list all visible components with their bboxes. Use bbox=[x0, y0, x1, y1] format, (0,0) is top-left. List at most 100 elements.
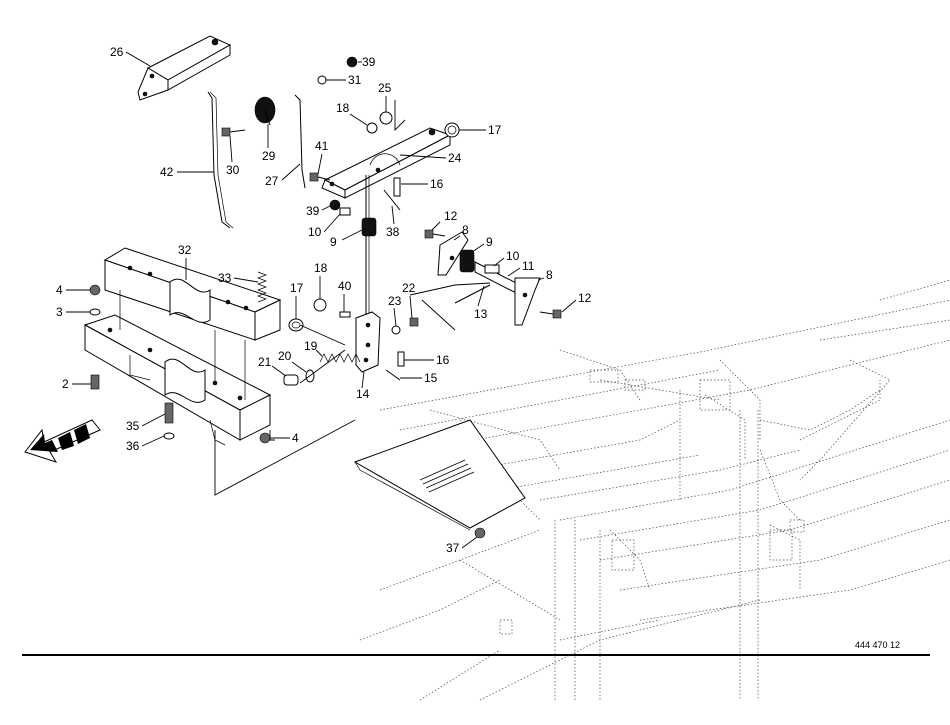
label-18-mid: 18 bbox=[314, 261, 328, 299]
washer-3 bbox=[89, 308, 101, 316]
svg-text:22: 22 bbox=[402, 281, 416, 295]
svg-text:18: 18 bbox=[336, 101, 350, 115]
label-35: 35 bbox=[126, 413, 166, 433]
label-13: 13 bbox=[474, 285, 488, 321]
bolt-30 bbox=[221, 127, 246, 137]
label-8-top: 8 bbox=[453, 223, 469, 241]
svg-text:12: 12 bbox=[578, 291, 592, 305]
label-37: 37 bbox=[446, 536, 478, 555]
screw-12-top bbox=[424, 229, 446, 239]
label-10-centre: 10 bbox=[308, 213, 341, 239]
label-12-right: 12 bbox=[561, 291, 592, 313]
label-18-top: 18 bbox=[336, 101, 368, 126]
pin-16-top bbox=[393, 177, 401, 197]
svg-text:23: 23 bbox=[388, 294, 402, 308]
svg-text:19: 19 bbox=[304, 339, 318, 353]
label-4-right: 4 bbox=[270, 431, 299, 445]
rubber-buffer-29 bbox=[254, 96, 276, 126]
label-25: 25 bbox=[378, 81, 392, 112]
label-17-top: 17 bbox=[459, 123, 502, 137]
svg-text:8: 8 bbox=[546, 268, 553, 282]
svg-text:15: 15 bbox=[424, 371, 438, 385]
washer-23 bbox=[391, 325, 401, 335]
svg-text:25: 25 bbox=[378, 81, 392, 95]
svg-text:42: 42 bbox=[160, 165, 174, 179]
svg-text:27: 27 bbox=[265, 174, 279, 188]
svg-text:8: 8 bbox=[462, 223, 469, 237]
bush-10-centre bbox=[339, 207, 351, 216]
label-9-right: 9 bbox=[471, 235, 493, 253]
washer-36 bbox=[163, 432, 175, 440]
label-36: 36 bbox=[126, 435, 165, 453]
bush-17-top bbox=[444, 122, 460, 138]
svg-text:41: 41 bbox=[315, 139, 329, 153]
plate-slots bbox=[419, 459, 475, 493]
label-14: 14 bbox=[356, 371, 370, 401]
rod-42 bbox=[207, 91, 234, 229]
bottom-rule bbox=[22, 654, 930, 656]
label-39-top: 39 bbox=[358, 55, 376, 69]
svg-text:4: 4 bbox=[292, 431, 299, 445]
svg-text:13: 13 bbox=[474, 307, 488, 321]
ring-18-mid bbox=[313, 298, 327, 312]
svg-text:40: 40 bbox=[338, 279, 352, 293]
spring-33 bbox=[257, 271, 267, 303]
ring-25 bbox=[379, 111, 393, 125]
svg-text:18: 18 bbox=[314, 261, 328, 275]
label-32: 32 bbox=[178, 243, 192, 280]
svg-text:12: 12 bbox=[444, 209, 458, 223]
svg-text:31: 31 bbox=[348, 73, 362, 87]
label-39-mid: 39 bbox=[306, 204, 331, 218]
label-3: 3 bbox=[56, 305, 90, 319]
label-26: 26 bbox=[110, 45, 151, 67]
label-16-low: 16 bbox=[404, 353, 450, 367]
nut-4-right bbox=[259, 432, 271, 444]
svg-text:9: 9 bbox=[486, 235, 493, 249]
right-gear-assembly bbox=[437, 231, 541, 326]
nut-37 bbox=[474, 527, 486, 539]
svg-text:9: 9 bbox=[330, 235, 337, 249]
label-19: 19 bbox=[304, 339, 323, 357]
svg-text:39: 39 bbox=[362, 55, 376, 69]
bolt-2 bbox=[90, 374, 100, 390]
nut-39-mid bbox=[329, 199, 341, 211]
svg-text:16: 16 bbox=[436, 353, 450, 367]
mounting-plate bbox=[353, 419, 526, 531]
label-11: 11 bbox=[507, 259, 535, 277]
link-plate-14 bbox=[355, 311, 381, 373]
svg-text:17: 17 bbox=[488, 123, 502, 137]
label-12-top: 12 bbox=[431, 209, 458, 231]
label-30: 30 bbox=[226, 135, 240, 177]
pin-38 bbox=[383, 189, 401, 211]
screw-12-right bbox=[539, 309, 562, 319]
pin-15 bbox=[385, 369, 401, 381]
svg-text:35: 35 bbox=[126, 419, 140, 433]
label-9-centre: 9 bbox=[330, 229, 363, 249]
svg-text:4: 4 bbox=[56, 283, 63, 297]
drawing-number: 444 470 12 bbox=[855, 640, 901, 650]
label-2: 2 bbox=[62, 377, 91, 391]
travel-direction-arrow-icon bbox=[24, 419, 101, 463]
label-4-left: 4 bbox=[56, 283, 90, 297]
label-10-right: 10 bbox=[493, 249, 520, 267]
label-33: 33 bbox=[218, 271, 259, 285]
bolt-35 bbox=[164, 402, 174, 424]
washer-31 bbox=[317, 75, 327, 85]
svg-text:29: 29 bbox=[262, 149, 276, 163]
main-bracket bbox=[83, 247, 282, 446]
svg-text:37: 37 bbox=[446, 541, 460, 555]
label-22: 22 bbox=[402, 281, 416, 319]
spring-19 bbox=[319, 353, 361, 363]
label-17-mid: 17 bbox=[290, 281, 304, 319]
label-15: 15 bbox=[400, 371, 438, 385]
label-20: 20 bbox=[278, 349, 307, 373]
svg-text:3: 3 bbox=[56, 305, 63, 319]
bolt-41 bbox=[309, 172, 331, 182]
label-27: 27 bbox=[265, 163, 301, 188]
svg-text:20: 20 bbox=[278, 349, 292, 363]
label-16-top: 16 bbox=[401, 177, 444, 191]
svg-text:39: 39 bbox=[306, 204, 320, 218]
label-23: 23 bbox=[388, 294, 402, 327]
svg-text:33: 33 bbox=[218, 271, 232, 285]
svg-text:21: 21 bbox=[258, 355, 272, 369]
